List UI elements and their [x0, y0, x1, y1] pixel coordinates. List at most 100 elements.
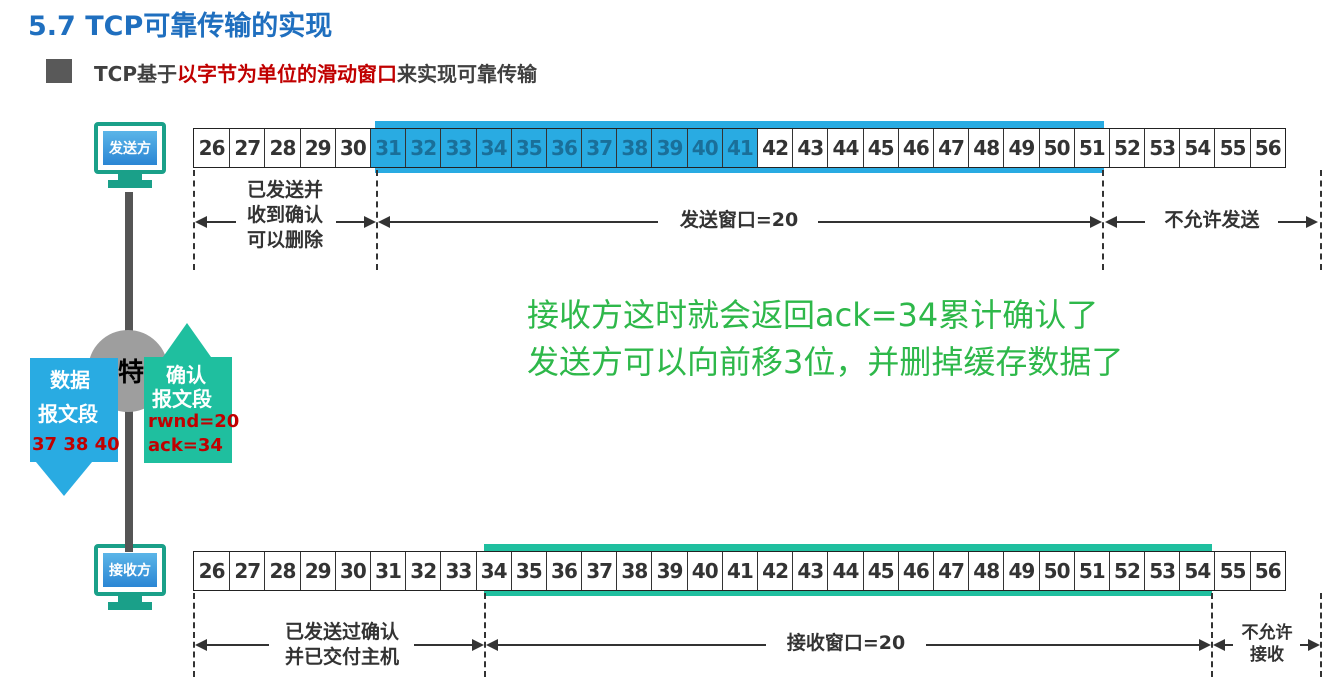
- sender-byte-cell: 31: [369, 129, 406, 167]
- data-segment-title-2: 报文段: [38, 402, 98, 426]
- recv-dash-1: [193, 593, 195, 677]
- sender-acked-arrow-2: [336, 221, 364, 223]
- sender-byte-cell: 33: [440, 129, 476, 167]
- sender-byte-cell: 45: [862, 129, 898, 167]
- receiver-byte-cell: 50: [1038, 552, 1074, 590]
- sender-byte-cell: 29: [299, 129, 335, 167]
- down-arrow-icon: [36, 462, 92, 496]
- receiver-byte-cell: 42: [757, 552, 792, 590]
- subtitle-highlight: 以字节为单位的滑动窗口: [176, 62, 397, 86]
- sender-dash-2: [376, 170, 378, 270]
- sender-byte-cell: 42: [757, 129, 793, 167]
- sender-byte-cell: 32: [405, 129, 441, 167]
- sender-byte-cell: 51: [1073, 129, 1109, 167]
- sender-byte-cell: 34: [475, 129, 511, 167]
- subtitle: TCP基于以字节为单位的滑动窗口来实现可靠传输: [94, 58, 537, 87]
- send-disallow-arrow-left: [1117, 221, 1145, 223]
- arrow-head-left: [195, 216, 207, 228]
- note-line-2: 发送方可以向前移3位，并删掉缓存数据了: [527, 343, 1124, 381]
- receiver-byte-cell: 32: [405, 552, 440, 590]
- recv-disallow-label: 不允许 接收: [1234, 622, 1300, 666]
- receiver-byte-cell: 53: [1144, 552, 1179, 590]
- sender-acked-line-1: 已发送并: [246, 179, 323, 201]
- sender-byte-cell: 55: [1214, 129, 1249, 167]
- sender-acked-line-3: 可以删除: [246, 229, 323, 251]
- recv-disallow-arrow-right: [1300, 644, 1308, 646]
- sender-byte-cell: 39: [651, 129, 687, 167]
- receiver-byte-cell: 54: [1179, 552, 1214, 590]
- arrow-head-right: [364, 216, 376, 228]
- receiver-byte-cell: 27: [229, 552, 264, 590]
- send-window-arrow-left: [390, 221, 658, 223]
- receiver-byte-cell: 45: [862, 552, 898, 590]
- sender-acked-line-2: 收到确认: [246, 204, 323, 226]
- recv-window-label: 接收窗口=20: [786, 632, 906, 654]
- send-disallow-arrow-right: [1278, 221, 1306, 223]
- sender-byte-cell: 52: [1108, 129, 1144, 167]
- ack-segment-title-2: 报文段: [152, 387, 212, 411]
- bullet-square: [46, 59, 72, 83]
- sender-dash-3: [1102, 170, 1104, 270]
- receiver-byte-cell: 49: [1003, 552, 1038, 590]
- receiver-byte-cell: 34: [475, 552, 511, 590]
- up-arrow-icon: [163, 323, 211, 357]
- recv-window-bar-bottom: [484, 589, 1212, 596]
- receiver-byte-cell: 37: [581, 552, 616, 590]
- arrow-head-right: [1199, 639, 1211, 651]
- arrow-head-right: [1308, 639, 1320, 651]
- recv-window-bar-top: [484, 544, 1212, 552]
- ack-segment-title-1: 确认: [166, 363, 206, 387]
- sender-acked-label: 已发送并 收到确认 可以删除: [232, 178, 338, 253]
- sender-byte-cell: 30: [334, 129, 370, 167]
- note-line-1: 接收方这时就会返回ack=34累计确认了: [527, 296, 1099, 334]
- sender-byte-cell: 35: [510, 129, 546, 167]
- sender-byte-cell: 43: [792, 129, 828, 167]
- sender-byte-cell: 56: [1249, 129, 1285, 167]
- ack-segment-ack: ack=34: [148, 435, 223, 456]
- recv-delivered-arrow-left: [207, 644, 269, 646]
- arrow-head-left: [486, 639, 498, 651]
- sender-acked-arrow: [206, 221, 236, 223]
- receiver-byte-cell: 41: [721, 552, 757, 590]
- receiver-byte-cell: 46: [897, 552, 933, 590]
- page-title: 5.7 TCP可靠传输的实现: [28, 11, 333, 42]
- receiver-byte-cell: 39: [651, 552, 686, 590]
- arrow-head-left: [195, 639, 207, 651]
- receiver-byte-cell: 38: [616, 552, 651, 590]
- receiver-byte-cell: 47: [932, 552, 968, 590]
- sender-byte-cell: 41: [721, 129, 757, 167]
- sender-byte-cell: 48: [968, 129, 1004, 167]
- sender-byte-cell: 38: [616, 129, 652, 167]
- recv-disallow-arrow-left: [1225, 644, 1233, 646]
- recv-delivered-line-1: 已发送过确认: [284, 621, 399, 643]
- arrow-head-right: [1090, 216, 1102, 228]
- recv-dash-3: [1211, 593, 1213, 677]
- receiver-byte-cell: 30: [334, 552, 370, 590]
- sender-byte-cell: 27: [229, 129, 264, 167]
- recv-window-arrow-right: [926, 644, 1199, 646]
- sender-byte-cell: 50: [1038, 129, 1074, 167]
- sender-dash-1: [193, 170, 195, 270]
- receiver-byte-cell: 55: [1214, 552, 1249, 590]
- arrow-head-left: [378, 216, 390, 228]
- network-label: 特: [118, 358, 145, 388]
- receiver-byte-cell: 44: [827, 552, 862, 590]
- data-segment-bytes: 37 38 40: [32, 434, 120, 455]
- sender-byte-cell: 37: [581, 129, 617, 167]
- send-window-bar-top: [375, 121, 1104, 129]
- sender-byte-cell: 49: [1003, 129, 1039, 167]
- receiver-byte-cell: 43: [792, 552, 827, 590]
- receiver-byte-cell: 51: [1073, 552, 1109, 590]
- sender-byte-cell: 26: [198, 136, 226, 160]
- ack-segment-rwnd: rwnd=20: [148, 411, 240, 432]
- sender-label: 发送方: [103, 131, 157, 165]
- recv-delivered-label: 已发送过确认 并已交付主机: [272, 620, 412, 670]
- recv-dash-2: [484, 593, 486, 677]
- recv-disallow-line-2: 接收: [1250, 645, 1284, 665]
- sender-byte-cell: 54: [1179, 129, 1214, 167]
- recv-dash-4: [1320, 593, 1322, 677]
- receiver-byte-cell: 33: [440, 552, 475, 590]
- send-window-label: 发送窗口=20: [679, 209, 799, 231]
